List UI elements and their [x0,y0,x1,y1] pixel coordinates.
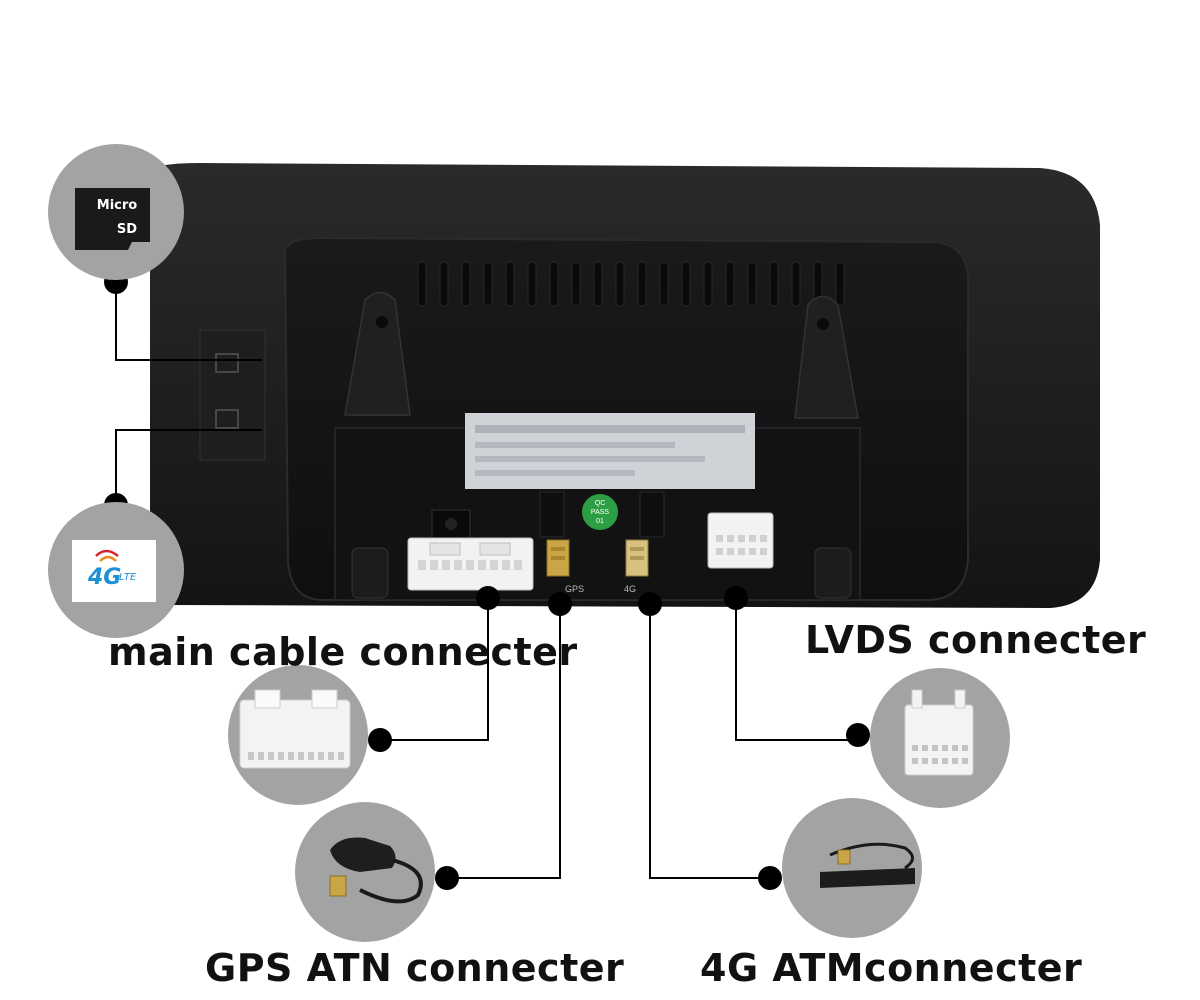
lvds-connector-label: LVDS connecter [805,618,1147,662]
product-sticker [465,413,755,489]
microsd-slot-icon [215,353,239,373]
four-g-antenna-callout [782,798,922,938]
four-g-sma-thread [630,547,644,551]
gps-antenna-callout [295,802,435,942]
gps-antenna-cable [359,858,423,904]
left-mount-bracket [344,291,411,416]
gps-port-label: GPS [565,584,584,594]
main-plug-image [239,699,351,769]
four-g-port-label: 4G [624,584,636,594]
sim-card-icon [72,540,156,602]
sim-slot-icon [215,409,239,429]
lvds-plug-image [904,704,974,776]
signal-waves-icon [95,549,119,557]
signal-waves-icon [99,555,117,562]
lvds-plug-pins [912,745,968,764]
lvds-plug-latch [954,689,966,709]
vent-grille [417,261,845,307]
main-cable-port-latch [479,542,511,556]
antenna-block-right [639,491,665,538]
gps-sma-thread [551,547,565,551]
left-mount-hole [376,316,388,328]
right-foot [814,547,852,599]
lvds-port-pins [716,535,767,555]
sticker-text-blur [475,470,635,476]
lte-logo-text: 4G [87,565,121,590]
qc-pass-sticker [582,494,618,530]
microsd-text: SD [117,222,137,237]
main-plug-pins [248,752,344,760]
sticker-text-blur [475,456,705,462]
main-plug-latch [311,689,338,709]
four-g-sma-thread [630,556,644,560]
lte-logo-sub: LTE [119,572,137,583]
right-mount-bracket [794,295,859,419]
four-g-antenna-strip [820,868,915,888]
qc-text: PASS [591,509,609,516]
main-plug-latch [254,689,281,709]
aux-port-hole [445,518,457,530]
leader-lines [115,282,858,879]
microsd-card-icon [75,188,150,250]
lvds-plug-latch [911,689,923,709]
gps-antenna-connector-label: GPS ATN connecter [205,946,625,990]
right-mount-hole [817,318,829,330]
four-g-antenna-plug [837,849,851,865]
qc-text: 01 [596,518,604,525]
four-g-antenna-cable [829,842,914,870]
sticker-text-blur [475,442,675,448]
side-slot-panel [199,329,266,461]
antenna-block-left [539,491,565,538]
gps-sma-thread [551,556,565,560]
sticker-text-blur [475,425,745,433]
four-g-antenna-connector-label: 4G ATMconnecter [700,946,1083,990]
microsd-text: Micro [97,198,138,213]
qc-text: QC [595,500,606,507]
main-cable-port-latch [429,542,461,556]
main-cable-connector-label: main cable connecter [108,630,578,674]
gps-antenna-puck [330,837,396,872]
main-cable-port-pins [418,560,522,570]
left-foot [351,547,389,599]
gps-antenna-plug [329,875,347,897]
